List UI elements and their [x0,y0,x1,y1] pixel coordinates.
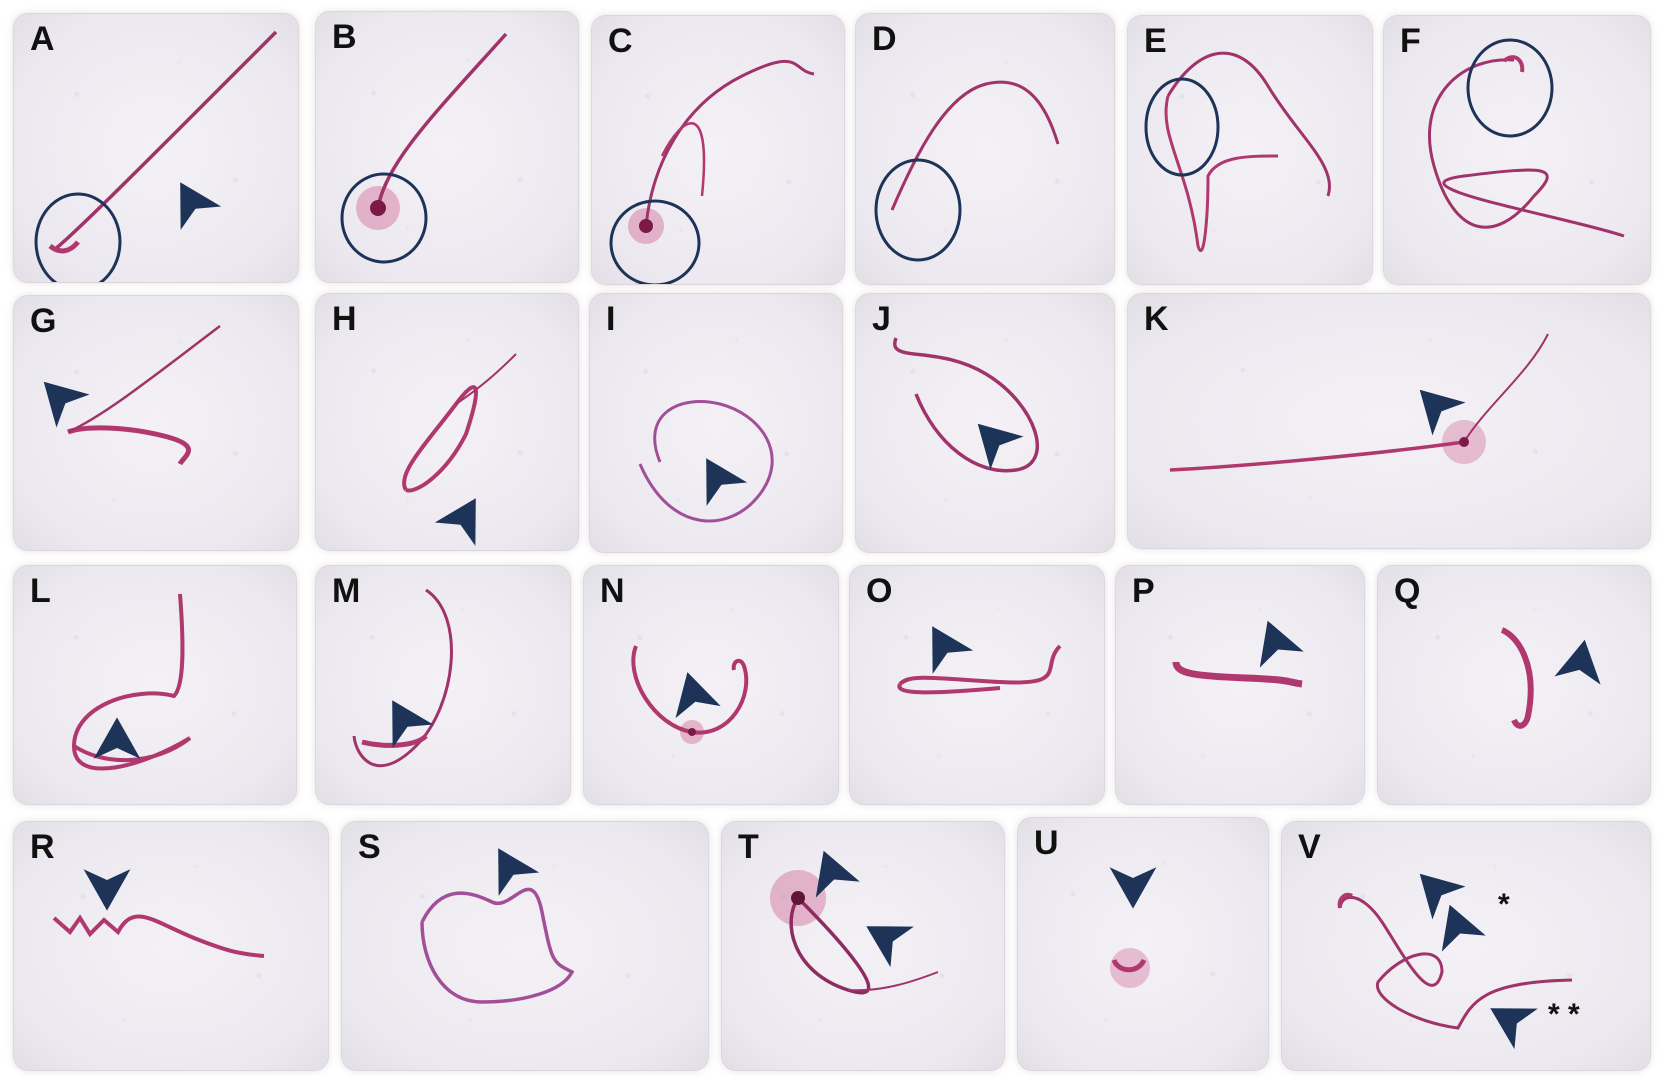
panel-label: M [332,572,361,610]
panel-t: T [722,822,1004,1070]
sperm-cell-j [893,337,1039,473]
panel-label: H [332,300,357,338]
panel-label: J [872,300,891,338]
panel-label: L [30,572,51,610]
panel-label: T [738,828,759,866]
panel-e: E [1128,16,1372,284]
sperm-cell-o [897,614,1062,695]
panel-v: V * * * [1282,822,1650,1070]
circle-marker [34,192,122,282]
panel-label: U [1034,824,1059,862]
panel-label: C [608,22,633,60]
sperm-cell-v [1337,857,1573,1050]
panel-l: L [14,566,296,804]
panel-b: B [316,12,578,282]
panel-m: M [316,566,570,804]
sperm-cell-s [420,836,575,1004]
panel-label: N [600,572,625,610]
circle-marker [1144,77,1220,177]
panel-d: D [856,14,1114,284]
panel-label: R [30,828,55,866]
sperm-cell-l [71,593,192,771]
single-asterisk-marker: * [1498,888,1510,921]
sperm-cell-i [638,399,774,523]
panel-k: K [1128,294,1650,548]
sperm-cell-q [1500,627,1608,729]
panel-n: N [584,566,838,804]
panel-p: P [1116,566,1364,804]
sperm-cell-h [402,353,517,546]
panel-label: D [872,20,897,58]
sperm-cell-r [52,869,265,958]
panel-label: G [30,302,57,340]
panel-a: A [14,14,298,282]
sperm-cell-n [631,645,749,744]
panel-label: F [1400,22,1421,60]
circle-marker [874,158,962,262]
panel-f: F [1384,16,1650,284]
panel-label: K [1144,300,1169,338]
panel-h: H [316,294,578,550]
sperm-cell-f [1428,38,1625,238]
panel-label: Q [1394,572,1421,610]
sperm-cell-e [1144,51,1331,252]
panel-label: B [332,18,357,56]
panel-o: O [850,566,1104,804]
panel-label: A [30,20,55,58]
sperm-cell-k [1169,333,1549,472]
circle-marker [340,172,428,264]
panel-s: S [342,822,708,1070]
circle-marker [609,199,701,284]
panel-j: J [856,294,1114,552]
sperm-cell-p [1172,612,1304,688]
panel-i: I [590,294,842,552]
sperm-cell-a [34,30,278,282]
panel-r: R [14,822,328,1070]
double-asterisk-marker: * * [1548,998,1580,1031]
panel-label: I [606,300,616,338]
panel-label: E [1144,22,1167,60]
panel-label: P [1132,572,1155,610]
sperm-cell-u [1109,867,1157,988]
sperm-cell-b [340,32,508,264]
panel-label: V [1298,828,1321,866]
sperm-cell-t [770,842,939,995]
sperm-cell-g [27,325,221,466]
panel-label: O [866,572,893,610]
panel-g: G [14,296,298,550]
panel-u: U [1018,818,1268,1070]
sperm-cell-d [874,80,1060,262]
panel-label: S [358,828,381,866]
circle-marker [1466,38,1554,138]
sperm-cell-m [352,588,453,768]
panel-q: Q [1378,566,1650,804]
panel-c: C [592,16,844,284]
sperm-cell-c [609,59,815,284]
